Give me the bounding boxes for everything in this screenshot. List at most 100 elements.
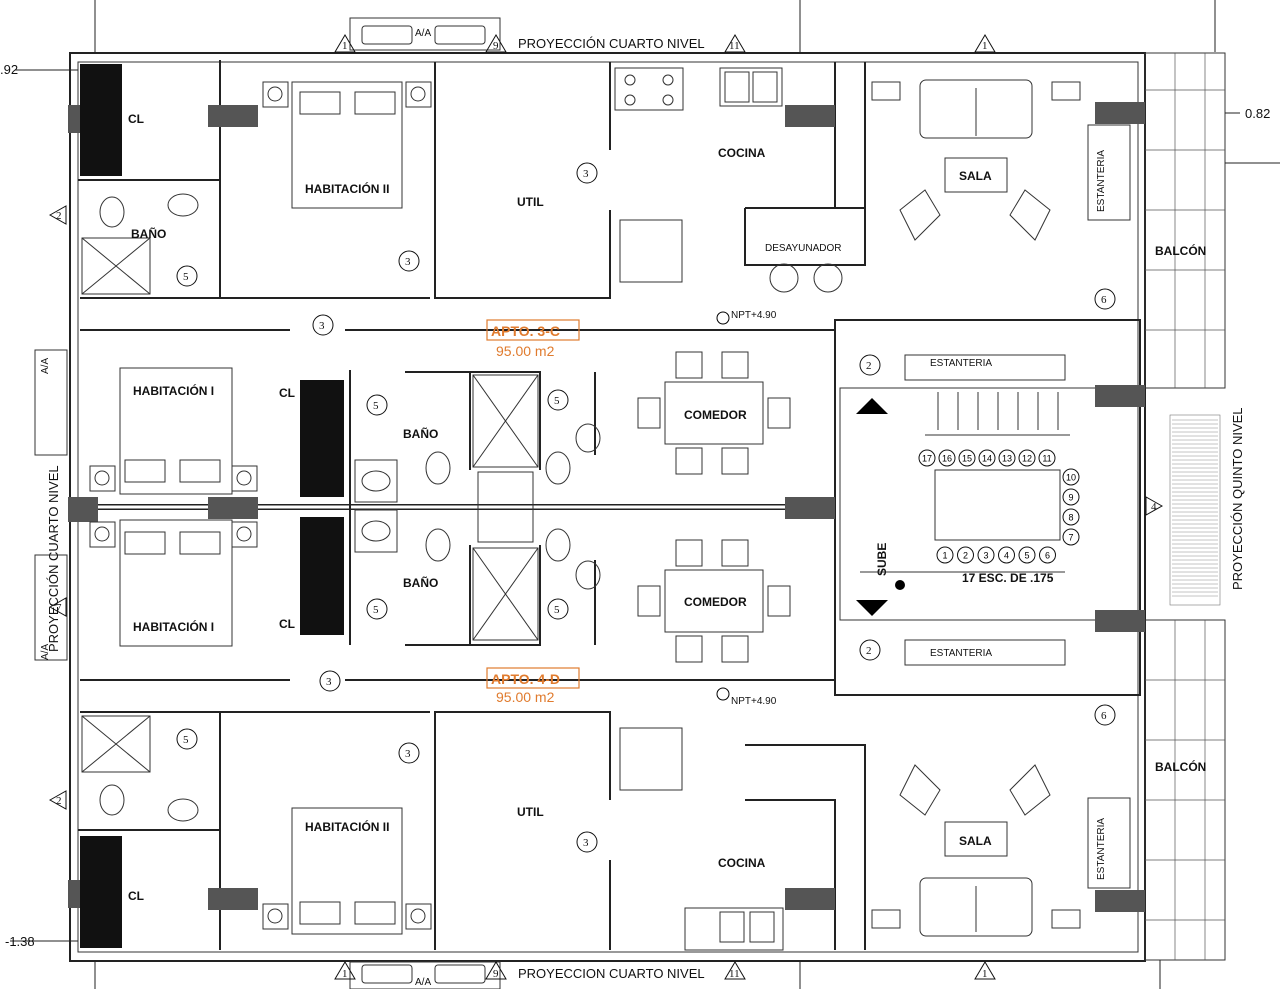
dim-right: 0.82 — [1245, 106, 1270, 121]
projection-cuarto-top: PROYECCIÓN CUARTO NIVEL — [518, 36, 705, 51]
stair-step-marker — [1018, 546, 1036, 564]
stair-step-marker — [998, 546, 1015, 564]
stair-step-marker — [957, 546, 974, 564]
stair-step-number: 2 — [963, 551, 968, 561]
stair-step-marker — [958, 449, 976, 467]
door-6a: 6 — [1101, 294, 1107, 306]
dining-tables — [637, 351, 791, 663]
projection-stripes — [1172, 419, 1218, 597]
stair-step-marker — [998, 449, 1016, 467]
apt-4d-box — [486, 667, 580, 689]
stair-step-number: 8 — [1068, 513, 1073, 523]
stair-arrow-down — [856, 600, 888, 616]
balcony-bottom — [1144, 619, 1226, 961]
stair-step-number: 3 — [983, 551, 988, 561]
label-bano-top: BAÑO — [131, 226, 166, 241]
stair-step-number: 5 — [1024, 551, 1029, 561]
door-5c: 5 — [554, 395, 560, 407]
living-furniture — [871, 79, 1131, 937]
door-2a: 2 — [866, 360, 872, 372]
label-bano-mid-top: BAÑO — [403, 426, 438, 441]
label-estanteria-vertical-top: ESTANTERIA — [1096, 150, 1107, 212]
stair-step-marker — [1039, 546, 1056, 564]
stair-step-number: 10 — [1066, 473, 1076, 483]
door-5a: 5 — [183, 271, 189, 283]
stair-arrow-up — [856, 398, 888, 414]
level-marker-top — [716, 311, 730, 325]
closets — [80, 64, 344, 948]
stair-step-number: 1 — [942, 551, 947, 561]
label-balcon-top: BALCÓN — [1155, 243, 1206, 258]
label-sala-top: SALA — [959, 169, 992, 183]
label-cl-top: CL — [128, 112, 144, 126]
stairs-projection-right — [1169, 414, 1221, 606]
stair-step-number: 4 — [1004, 551, 1009, 561]
stair-step-number: 9 — [1068, 493, 1073, 503]
label-estanteria-stair-bottom: ESTANTERIA — [930, 648, 992, 659]
door-2b: 2 — [866, 645, 872, 657]
stair-step-marker — [918, 449, 936, 467]
dim-bottom-left: -1.38 — [5, 934, 35, 949]
stair-step-marker — [936, 546, 954, 564]
bath-fixtures — [81, 193, 601, 822]
label-util-bottom: UTIL — [517, 805, 544, 819]
door-3d: 3 — [326, 676, 332, 688]
stair-step-marker — [1018, 449, 1036, 467]
label-balcon-bottom: BALCÓN — [1155, 759, 1206, 774]
label-cocina-top: COCINA — [718, 146, 766, 160]
label-cl-mid-top: CL — [279, 386, 295, 400]
apt-3c-name: APTO. 3-C — [491, 323, 560, 339]
level-npt-bottom: NPT+4.90 — [731, 696, 777, 707]
stair-step-marker — [978, 449, 996, 467]
label-sala-bottom: SALA — [959, 834, 992, 848]
door-3b: 3 — [405, 256, 411, 268]
label-habitacion-ii-bottom: HABITACIÓN II — [305, 819, 389, 834]
window-markers — [48, 34, 1164, 980]
tri-1c: 1 — [342, 968, 348, 980]
stair-step-number: 17 — [922, 454, 932, 464]
ac-label-bottom: A/A — [415, 977, 431, 988]
stair-step-marker — [977, 546, 995, 564]
label-cl-bottom: CL — [128, 889, 144, 903]
stair-step-marker — [1038, 449, 1056, 467]
label-habitacion-ii-top: HABITACIÓN II — [305, 181, 389, 196]
door-3a: 3 — [583, 168, 589, 180]
dimension-lines — [10, 0, 1280, 989]
walls-center — [349, 370, 596, 646]
projection-cuarto-bottom: PROYECCION CUARTO NIVEL — [518, 966, 705, 981]
tri-1a: 1 — [342, 40, 348, 52]
nightstands — [89, 81, 432, 930]
tri-11b: 11 — [729, 968, 740, 980]
walls-bottom — [78, 679, 866, 950]
label-comedor-top: COMEDOR — [684, 408, 747, 422]
stair-step-number: 6 — [1045, 551, 1050, 561]
door-3f: 3 — [583, 837, 589, 849]
door-markers — [176, 162, 1116, 853]
label-util-top: UTIL — [517, 195, 544, 209]
apt-3c-box — [486, 319, 580, 341]
ac-label-left-bottom: A/A — [40, 644, 51, 660]
door-3c: 3 — [319, 320, 325, 332]
label-estanteria-vertical-bottom: ESTANTERIA — [1096, 818, 1107, 880]
label-habitacion-i-bottom: HABITACIÓN I — [133, 619, 214, 634]
beds — [119, 81, 403, 935]
label-habitacion-i-top: HABITACIÓN I — [133, 383, 214, 398]
tri-2b: 2 — [56, 795, 62, 807]
tri-2a: 2 — [56, 210, 62, 222]
tri-4: 4 — [1151, 501, 1157, 513]
stair-step-number: 15 — [962, 454, 972, 464]
stair-step-marker — [1062, 488, 1080, 506]
stair-origin-dot — [895, 580, 905, 590]
balcony-grid — [1145, 53, 1225, 960]
projection-quinto: PROYECCIÓN QUINTO NIVEL — [1230, 407, 1245, 590]
label-stairs: 17 ESC. DE .175 — [962, 571, 1054, 585]
tri-7: 7 — [56, 602, 62, 614]
stair-step-marker — [1062, 468, 1080, 486]
label-desayunador: DESAYUNADOR — [765, 243, 842, 254]
kitchen-fixtures — [614, 67, 843, 951]
ac-units — [34, 17, 501, 989]
dim-top-left: .92 — [0, 62, 18, 77]
door-3e: 3 — [405, 748, 411, 760]
